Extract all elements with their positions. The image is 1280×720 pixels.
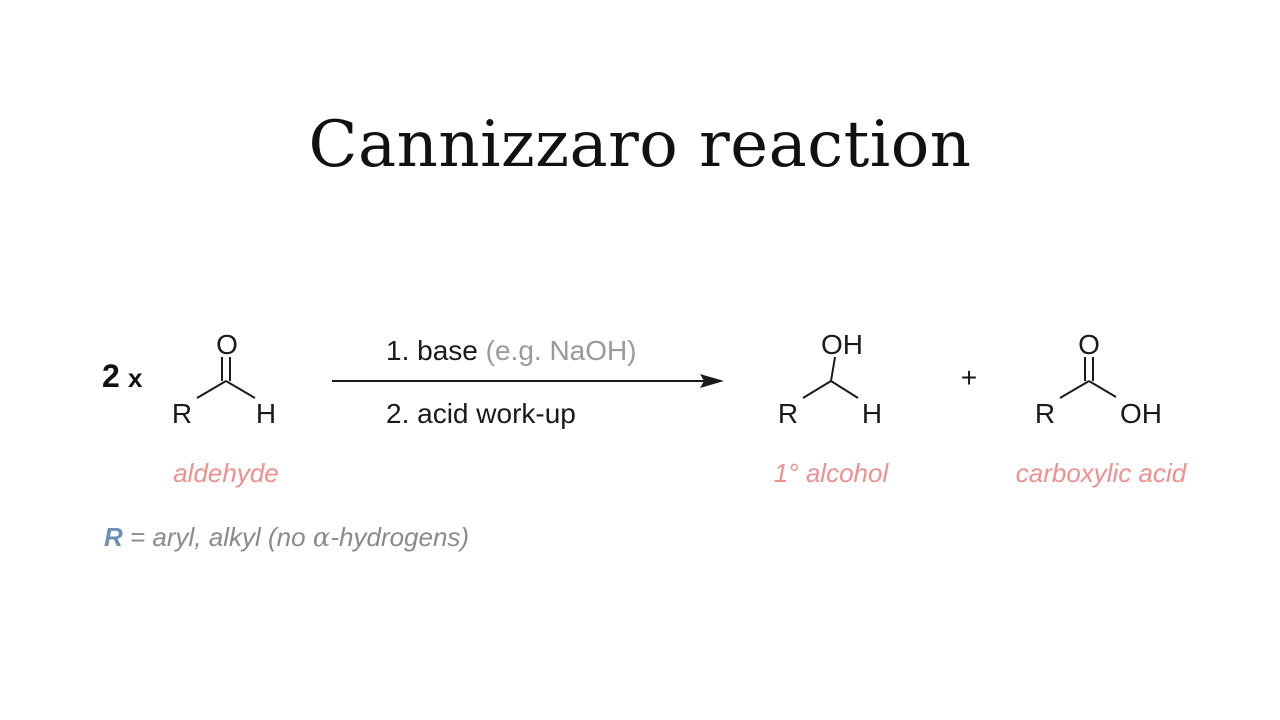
bond-r-c (1059, 380, 1090, 399)
atom-h: H (862, 398, 882, 429)
reaction-arrow-head (700, 374, 724, 388)
label-aldehyde: aldehyde (173, 458, 279, 488)
alpha-symbol: α (313, 523, 331, 553)
aldehyde-structure: O R H (172, 329, 276, 429)
label-carboxylic-acid: carboxylic acid (1016, 458, 1188, 488)
bond-r-c (802, 380, 832, 399)
condition-example: (e.g. NaOH) (486, 335, 637, 366)
atom-o: O (216, 329, 238, 360)
bond-c-h (830, 380, 859, 399)
plus-sign: + (961, 362, 977, 393)
condition-step-2: 2. acid work-up (386, 398, 576, 429)
carboxylic-acid-structure: O R OH (1035, 329, 1162, 429)
r-definition-note: R = aryl, alkyl (no α-hydrogens) (104, 522, 469, 553)
atom-r: R (778, 398, 798, 429)
bond-c-oh (830, 356, 836, 382)
atom-oh: OH (821, 329, 863, 360)
atom-oh: OH (1120, 398, 1162, 429)
atom-r: R (172, 398, 192, 429)
atom-r: R (1035, 398, 1055, 429)
label-primary-alcohol: 1° alcohol (774, 458, 890, 488)
bond-c-h (225, 380, 256, 399)
coefficient-number: 2 (102, 358, 120, 394)
condition-step-1: 1. base (e.g. NaOH) (386, 335, 637, 366)
reaction-arrow-group: 1. base (e.g. NaOH) 2. acid work-up (332, 335, 724, 429)
bond-r-c (196, 380, 227, 399)
r-symbol: R (104, 522, 123, 552)
page-title: Cannizzaro reaction (308, 108, 972, 182)
coefficient-times: x (128, 363, 143, 393)
atom-o: O (1078, 329, 1100, 360)
alcohol-structure: OH R H (778, 329, 882, 429)
atom-h: H (256, 398, 276, 429)
bond-c-oh (1088, 380, 1117, 398)
